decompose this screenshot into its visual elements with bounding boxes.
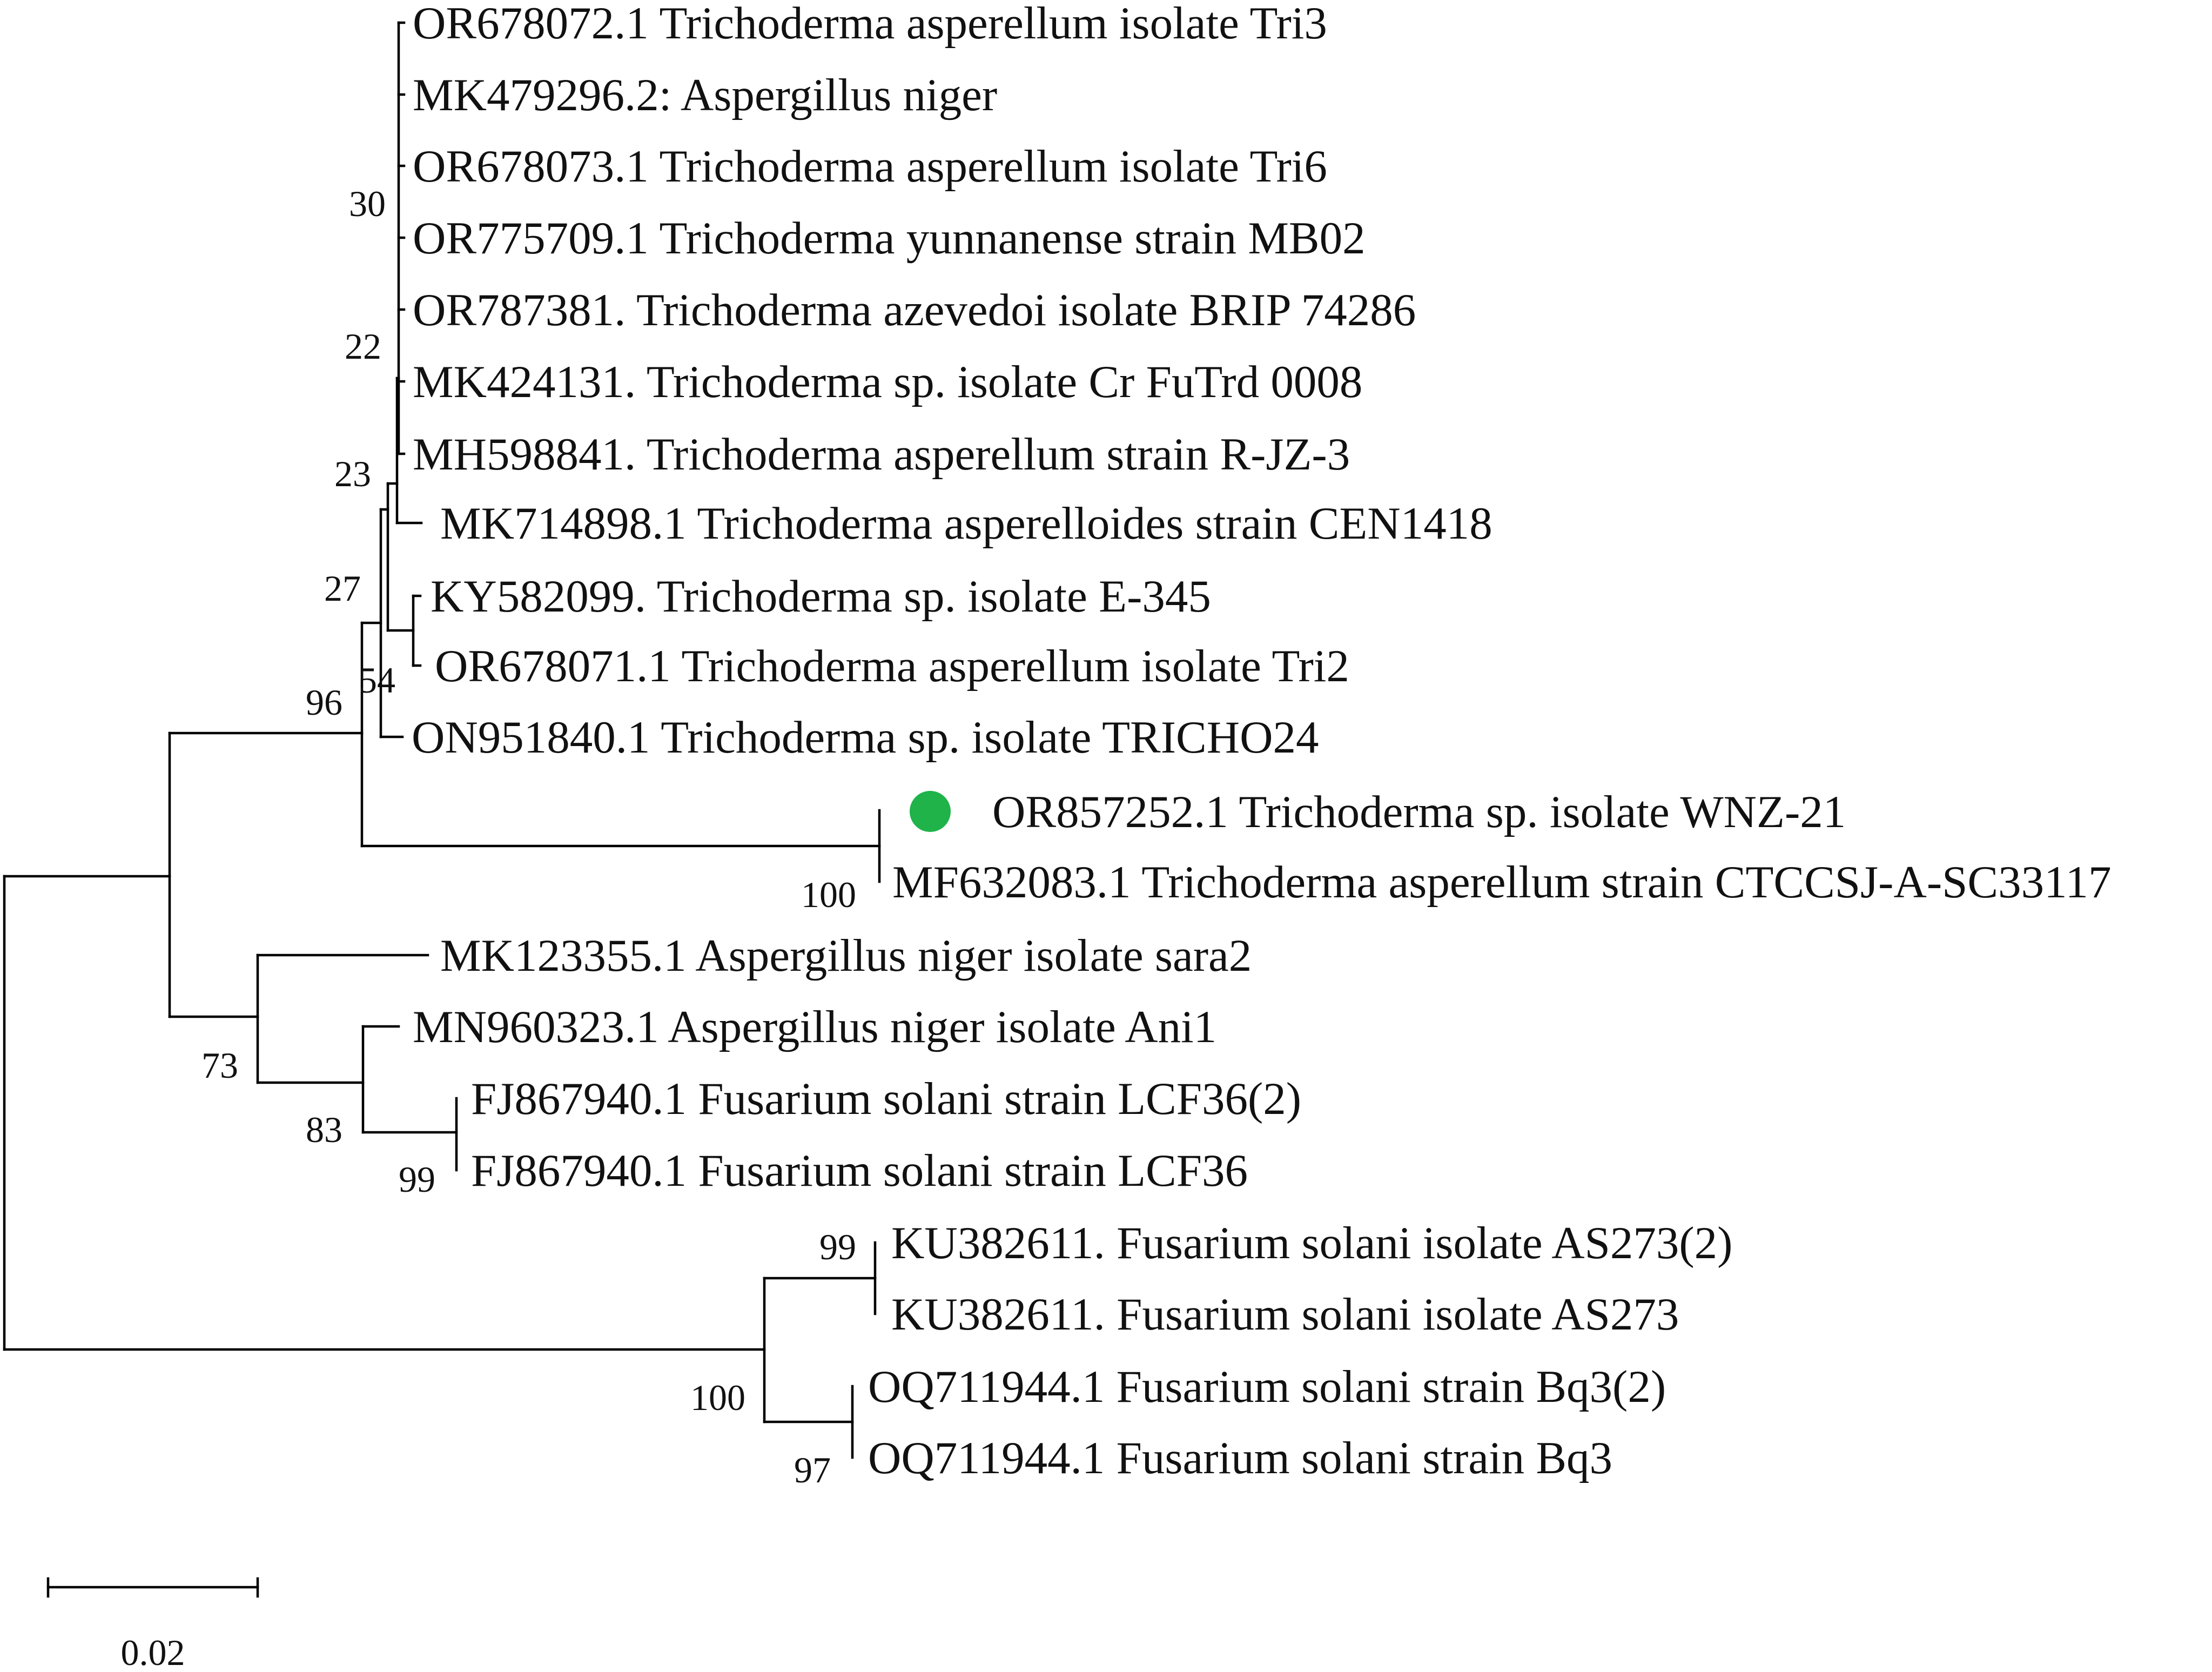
tree-branches	[3, 21, 881, 1459]
taxon-label: MK714898.1 Trichoderma asperelloides str…	[440, 498, 1492, 549]
taxon-label: OR678071.1 Trichoderma asperellum isolat…	[435, 641, 1349, 691]
bootstrap-value: 96	[306, 682, 342, 723]
taxon-label: KY582099. Trichoderma sp. isolate E-345	[431, 571, 1211, 622]
taxon-label: MK123355.1 Aspergillus niger isolate sar…	[440, 930, 1252, 981]
taxon-labels: OR678072.1 Trichoderma asperellum isolat…	[412, 0, 2111, 1483]
taxon-label: FJ867940.1 Fusarium solani strain LCF36(…	[471, 1073, 1301, 1124]
taxon-label: KU382611. Fusarium solani isolate AS273	[891, 1289, 1679, 1340]
taxon-label: OQ711944.1 Fusarium solani strain Bq3	[868, 1433, 1612, 1483]
taxon-label: FJ867940.1 Fusarium solani strain LCF36	[471, 1145, 1248, 1196]
bootstrap-value: 83	[306, 1109, 342, 1150]
taxon-label: OR678072.1 Trichoderma asperellum isolat…	[413, 0, 1327, 49]
bootstrap-values: 30 22 23 27 54 96 100 73 83 99 99 100 97	[201, 183, 856, 1490]
taxon-label: OR678073.1 Trichoderma asperellum isolat…	[413, 141, 1327, 192]
bootstrap-value: 99	[399, 1159, 435, 1200]
bootstrap-value: 54	[359, 660, 395, 701]
bootstrap-value: 99	[819, 1226, 856, 1267]
bootstrap-value: 30	[349, 183, 386, 224]
taxon-label: KU382611. Fusarium solani isolate AS273(…	[891, 1218, 1732, 1268]
taxon-label: OR787381. Trichoderma azevedoi isolate B…	[413, 285, 1416, 335]
taxon-label: OR775709.1 Trichoderma yunnanense strain…	[413, 213, 1366, 264]
bootstrap-value: 23	[334, 453, 371, 494]
bootstrap-value: 27	[324, 568, 361, 609]
scale-bar: 0.02	[46, 1577, 259, 1672]
taxon-label: MK424131. Trichoderma sp. isolate Cr FuT…	[413, 357, 1362, 407]
bootstrap-value: 97	[794, 1449, 831, 1490]
bootstrap-value: 100	[801, 874, 856, 915]
taxon-label: ON951840.1 Trichoderma sp. isolate TRICH…	[412, 712, 1319, 763]
taxon-label: MN960323.1 Aspergillus niger isolate Ani…	[413, 1002, 1216, 1052]
bootstrap-value: 73	[201, 1045, 238, 1086]
taxon-label: MF632083.1 Trichoderma asperellum strain…	[892, 857, 2111, 908]
taxon-label: MK479296.2: Aspergillus niger	[413, 70, 997, 120]
bootstrap-value: 100	[690, 1377, 745, 1418]
scale-bar-label: 0.02	[121, 1632, 185, 1672]
taxon-label-highlighted: OR857252.1 Trichoderma sp. isolate WNZ-2…	[992, 787, 1846, 837]
taxon-label: MH598841. Trichoderma asperellum strain …	[413, 429, 1350, 480]
bootstrap-value: 22	[345, 326, 381, 367]
taxon-label: OQ711944.1 Fusarium solani strain Bq3(2)	[868, 1361, 1666, 1412]
highlight-marker-dot	[910, 791, 951, 832]
